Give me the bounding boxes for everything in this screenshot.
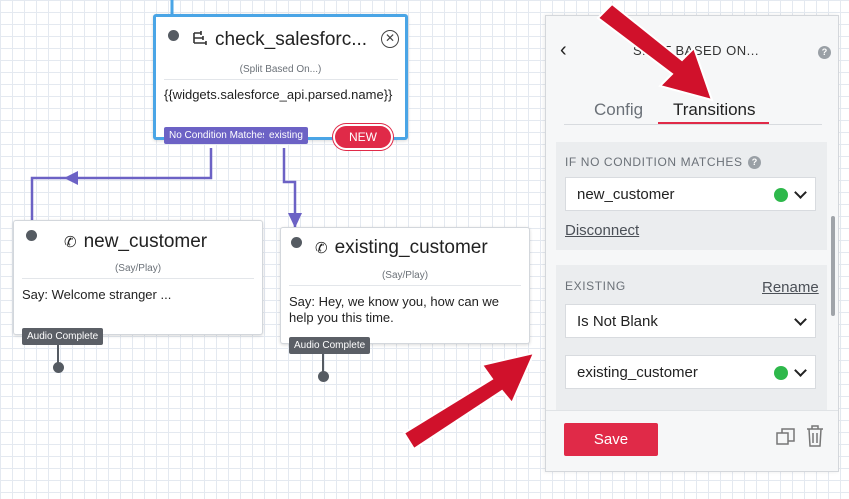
section-label: IF NO CONDITION MATCHES xyxy=(565,155,743,169)
disconnect-link[interactable]: Disconnect xyxy=(565,222,640,239)
check-icon xyxy=(774,188,788,202)
input-connector[interactable] xyxy=(168,30,179,41)
active-tab-underline xyxy=(658,122,769,124)
close-icon[interactable]: ✕ xyxy=(381,30,399,48)
transition-no-condition[interactable]: No Condition Matches xyxy=(164,127,273,144)
transition-audio-complete[interactable]: Audio Complete xyxy=(289,337,371,354)
no-condition-target-select[interactable]: new_customer xyxy=(565,177,816,211)
trash-icon[interactable] xyxy=(806,425,824,452)
existing-target-select[interactable]: existing_customer xyxy=(565,355,816,389)
scrollbar[interactable] xyxy=(831,216,835,316)
save-button[interactable]: Save xyxy=(564,423,658,456)
widget-body: Say: Hey, we know you, how can we help y… xyxy=(289,294,500,325)
transition-existing[interactable]: existing xyxy=(264,127,308,144)
existing-section: EXISTING Rename Is Not Blank existing_cu… xyxy=(556,265,827,413)
panel-footer: Save xyxy=(546,410,838,471)
tab-rule xyxy=(564,124,822,125)
divider xyxy=(289,285,521,286)
select-value: Is Not Blank xyxy=(577,313,658,330)
widget-title: check_salesforc... xyxy=(192,29,367,51)
widget-subtitle: (Say/Play) xyxy=(381,270,429,281)
check-icon xyxy=(774,366,788,380)
tab-transitions[interactable]: Transitions xyxy=(673,100,756,119)
chevron-down-icon xyxy=(794,364,807,377)
existing-customer-widget[interactable]: ✆ existing_customer (Say/Play) Say: Hey,… xyxy=(280,227,530,344)
check-salesforce-widget[interactable]: check_salesforc... ✕ (Split Based On...)… xyxy=(153,14,408,140)
divider xyxy=(164,79,398,80)
transition-audio-complete[interactable]: Audio Complete xyxy=(22,328,104,345)
new-customer-widget[interactable]: ✆ new_customer (Say/Play) Say: Welcome s… xyxy=(13,220,263,335)
chevron-down-icon xyxy=(794,186,807,199)
new-transition-button[interactable]: NEW xyxy=(335,126,391,148)
widget-title: ✆ new_customer xyxy=(64,231,208,252)
input-connector[interactable] xyxy=(291,237,302,248)
output-connector[interactable] xyxy=(53,362,64,373)
phone-icon: ✆ xyxy=(315,240,328,257)
widget-title: ✆ existing_customer xyxy=(315,237,488,258)
annotation-arrow-bottom xyxy=(402,351,536,451)
output-connector[interactable] xyxy=(318,371,329,382)
widget-subtitle: (Say/Play) xyxy=(114,263,162,274)
split-icon xyxy=(192,30,208,50)
widget-subtitle: (Split Based On...) xyxy=(239,64,322,75)
section-label: EXISTING xyxy=(565,279,626,293)
tab-config[interactable]: Config xyxy=(594,100,644,119)
condition-select[interactable]: Is Not Blank xyxy=(565,304,816,338)
duplicate-icon[interactable] xyxy=(776,427,796,452)
widget-expression: {{widgets.salesforce_api.parsed.name}} xyxy=(164,87,393,102)
no-condition-section: IF NO CONDITION MATCHES ? new_customer D… xyxy=(556,142,827,250)
widget-config-panel: ‹ SPLIT BASED ON... ? Config Transitions… xyxy=(545,15,839,472)
help-icon[interactable]: ? xyxy=(818,46,831,59)
input-connector[interactable] xyxy=(26,230,37,241)
chevron-down-icon xyxy=(794,313,807,326)
help-icon[interactable]: ? xyxy=(748,156,761,169)
back-arrow-icon[interactable]: ‹ xyxy=(560,39,567,61)
select-value: existing_customer xyxy=(577,364,698,381)
widget-body: Say: Welcome stranger ... xyxy=(22,287,172,302)
select-value: new_customer xyxy=(577,186,675,203)
rename-link[interactable]: Rename xyxy=(762,279,819,296)
annotation-arrow-top xyxy=(596,2,714,102)
phone-icon: ✆ xyxy=(64,234,77,251)
divider xyxy=(22,278,254,279)
